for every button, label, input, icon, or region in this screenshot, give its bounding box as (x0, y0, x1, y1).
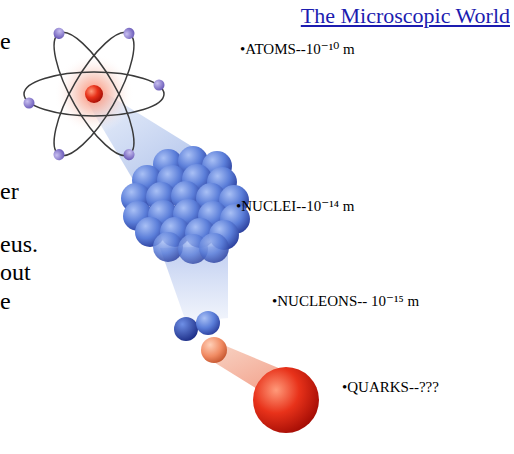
cut-off-text: eus. (0, 231, 38, 257)
cut-off-text: e (0, 288, 11, 314)
nucleus-glow (54, 54, 134, 134)
electron-orbit (40, 22, 148, 165)
electron (24, 98, 35, 109)
scale-label: •NUCLEI--10⁻¹⁴ m (236, 198, 354, 215)
atom-picture (24, 22, 165, 165)
scale-label: •NUCLEONS-- 10⁻¹⁵ m (272, 293, 419, 310)
electron (51, 26, 66, 41)
cut-off-text: e (0, 28, 11, 54)
nucleus-picture (121, 146, 250, 264)
neutron-sphere (174, 317, 198, 341)
quark-sphere (253, 367, 319, 433)
slide-title: The Microscopic World (301, 4, 510, 28)
electron (51, 147, 66, 162)
atom-nucleus (85, 85, 103, 103)
scale-label: •QUARKS--??? (342, 379, 439, 396)
scale-label: •ATOMS--10⁻¹⁰ m (240, 41, 355, 58)
electron (121, 26, 136, 41)
cut-off-text: er (0, 178, 19, 204)
nucleons-picture (174, 311, 227, 363)
cut-off-text: out (0, 259, 31, 285)
electron-orbit (40, 22, 148, 165)
electron-orbit (24, 72, 164, 116)
electron (154, 80, 165, 91)
electron (121, 147, 136, 162)
proton-sphere (196, 311, 220, 335)
nucleon-sphere (201, 337, 227, 363)
nucleon-sphere (199, 233, 229, 263)
